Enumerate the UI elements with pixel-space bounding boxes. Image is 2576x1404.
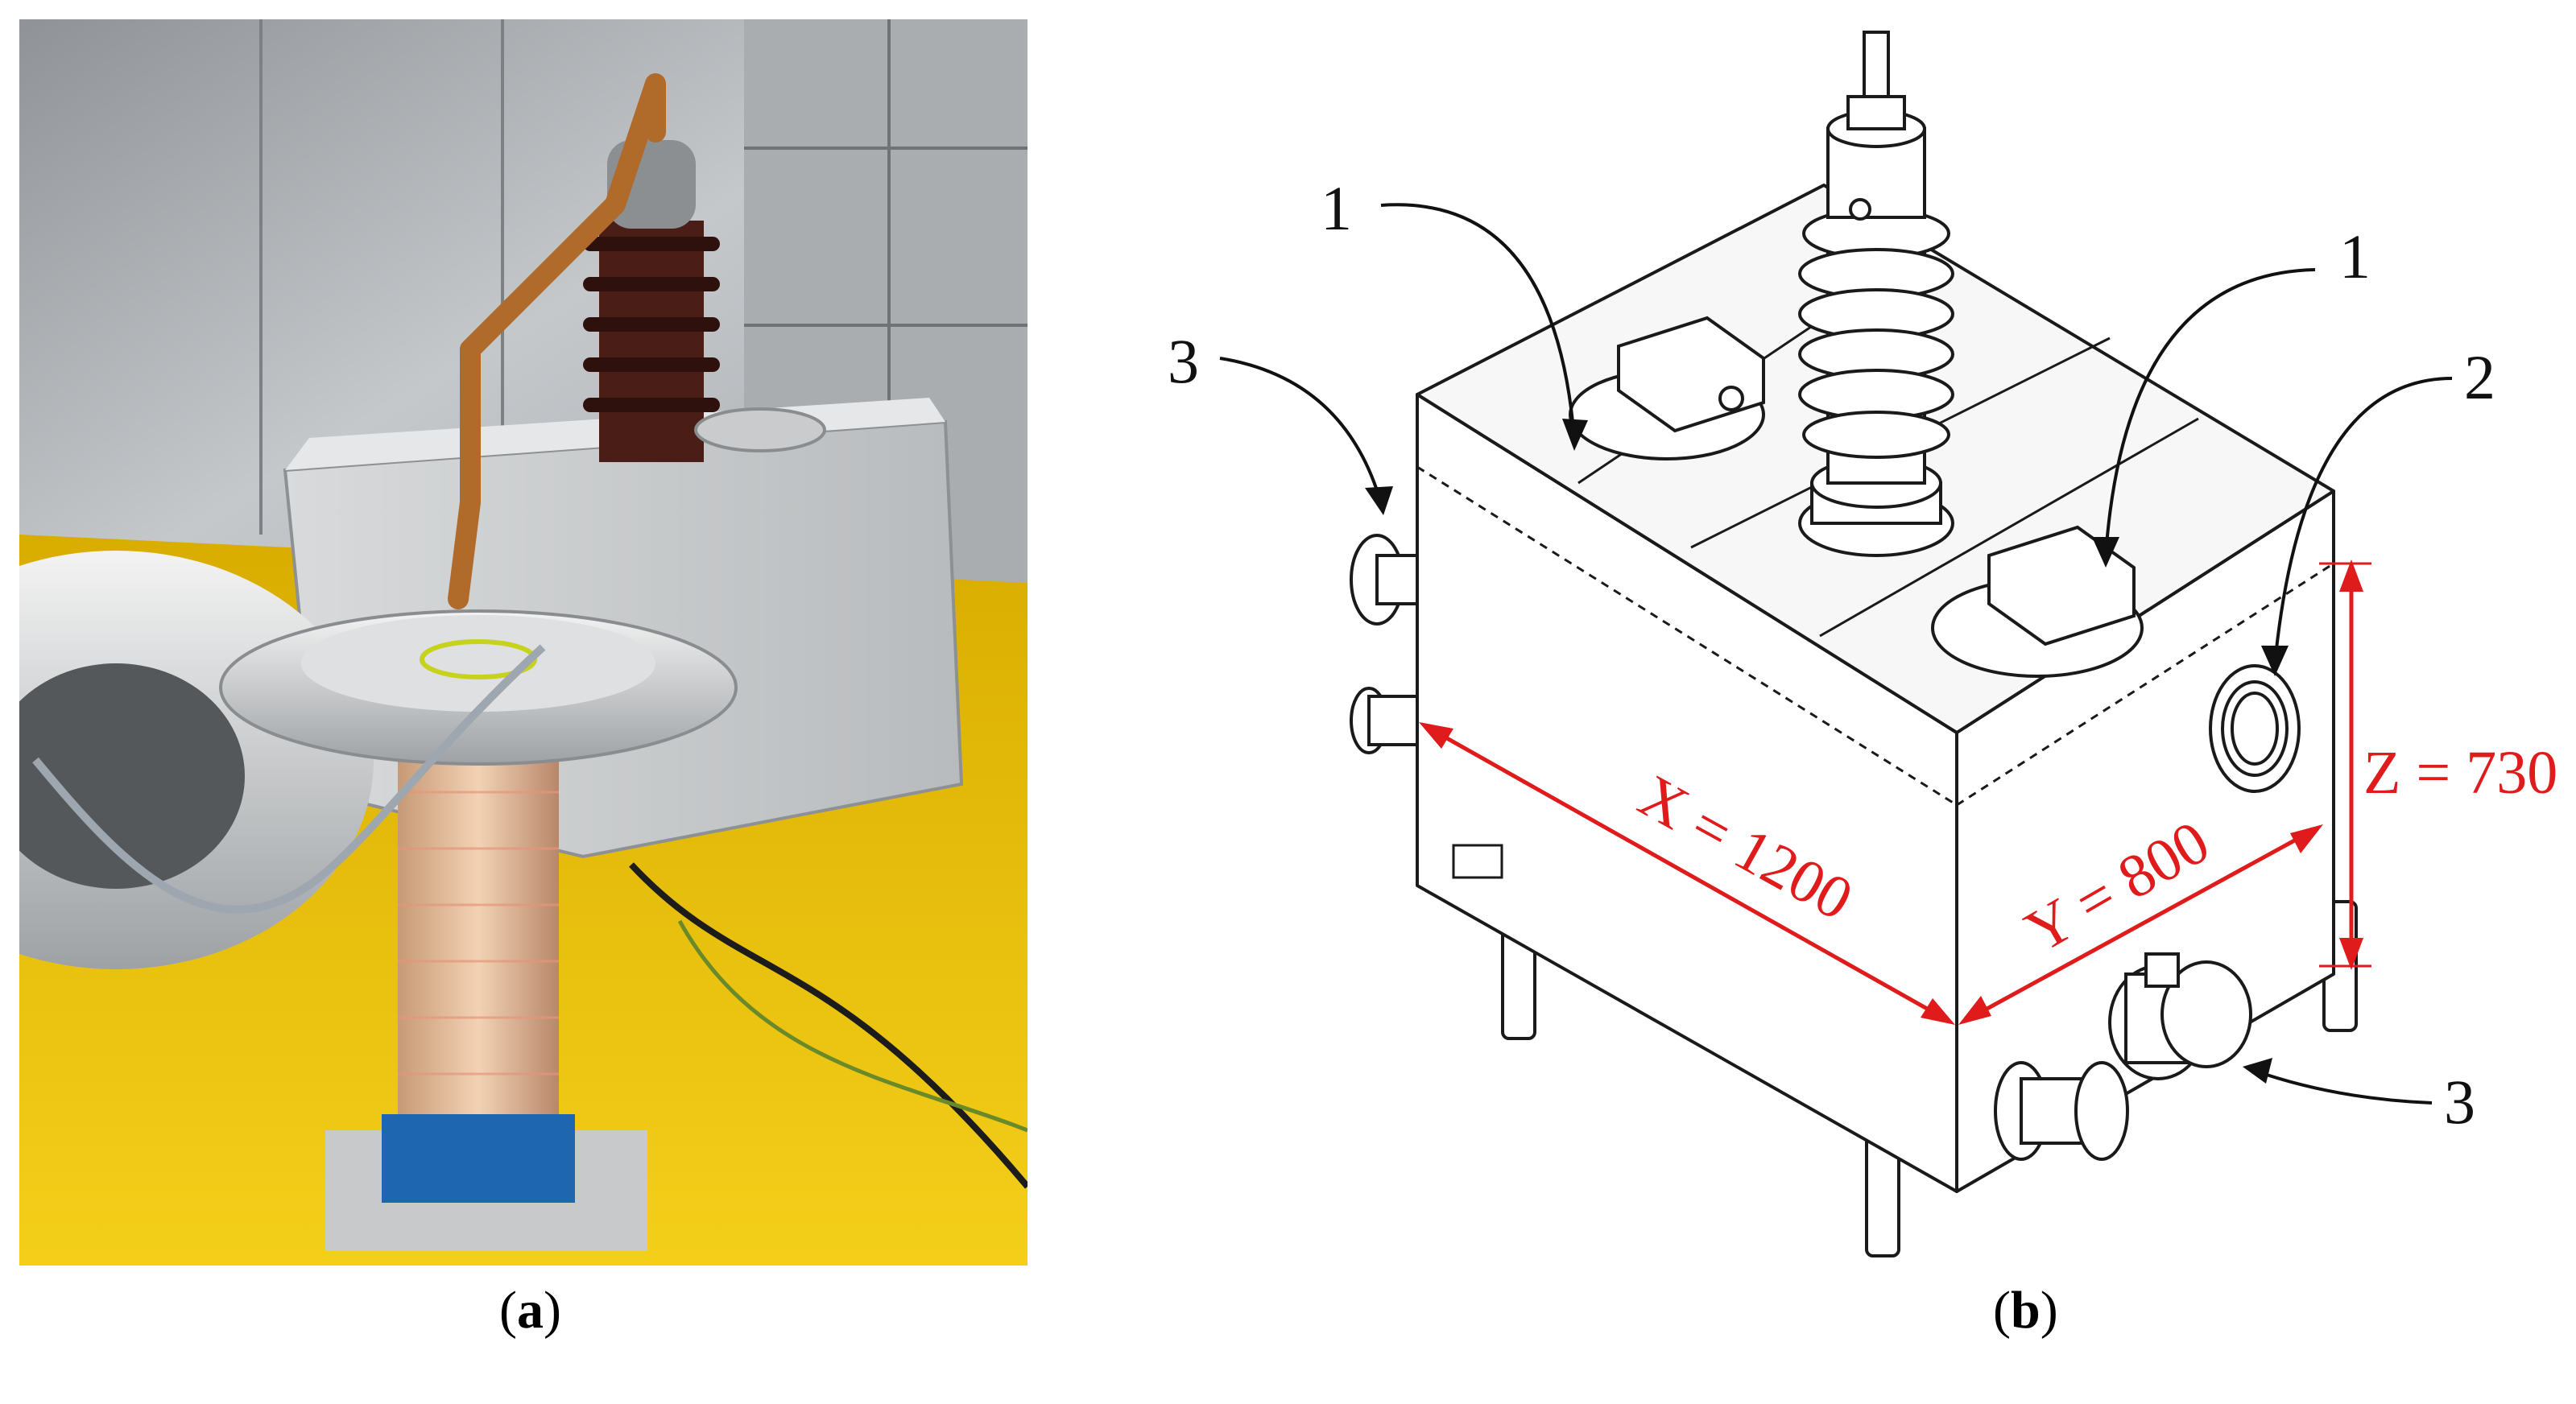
callout-arrow-3-right [2254, 1069, 2433, 1105]
valve-front [1994, 952, 2252, 1161]
callout-arrow-1-left [1380, 203, 1576, 440]
callout-label-3-left: 3 [1168, 326, 1199, 396]
photo-panel-a [19, 19, 1028, 1266]
hose-cable [32, 644, 546, 914]
caption-panel-b: (b) [1993, 1281, 2058, 1340]
drive-motor-left [1569, 316, 1765, 460]
name-plate [1452, 844, 1503, 879]
callout-label-2: 2 [2464, 342, 2495, 412]
copper-lead [448, 73, 666, 609]
dimension-z-label: Z = 730 [2363, 739, 2557, 807]
callout-label-1-left: 1 [1321, 173, 1352, 243]
callout-arrow-1-right [2104, 268, 2316, 556]
blue-ring-bottom [382, 1114, 575, 1203]
dim-line-x [1425, 725, 1949, 1022]
valve-left [1350, 534, 1419, 754]
inspection-window [2209, 664, 2301, 793]
caption-panel-a: (a) [499, 1281, 561, 1340]
callout-arrow-2 [2273, 377, 2453, 665]
hv-bushing [1798, 31, 1954, 557]
callout-label-3-right: 3 [2444, 1067, 2475, 1137]
measuring-column [398, 736, 559, 1154]
callout-arrow-3-left [1219, 357, 1383, 504]
drive-motor-right [1931, 525, 2144, 678]
callout-label-1-right: 1 [2339, 221, 2371, 291]
bushing-insulator [599, 221, 704, 462]
dim-line-y [1965, 827, 2317, 1022]
